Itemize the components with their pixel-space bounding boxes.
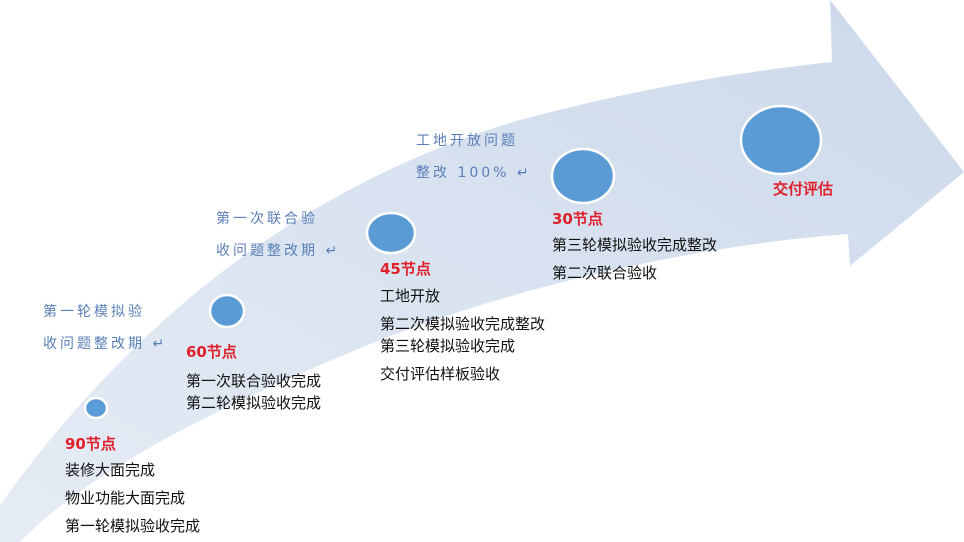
milestone-title: 30节点 bbox=[552, 210, 603, 228]
milestone-item: 第一次联合验收完成 bbox=[186, 372, 322, 390]
note-line: 收问题整改期 ↵ bbox=[216, 243, 341, 259]
milestone-title: 45节点 bbox=[380, 260, 431, 278]
milestone-delivery-title: 交付评估 bbox=[773, 180, 834, 198]
milestone-title: 60节点 bbox=[186, 343, 237, 361]
milestone-item: 装修大面完成 bbox=[65, 461, 156, 479]
milestone-bubble-30 bbox=[550, 147, 616, 205]
milestone-60: 60节点 第一次联合验收完成 第二轮模拟验收完成 bbox=[186, 341, 321, 414]
milestone-item: 第二次模拟验收完成整改 bbox=[380, 315, 546, 333]
milestone-title: 90节点 bbox=[65, 435, 116, 453]
milestone-bubble-90 bbox=[83, 396, 109, 420]
note-line: 整改 100% ↵ bbox=[416, 165, 532, 181]
note-line: 收问题整改期 ↵ bbox=[43, 336, 168, 352]
note-line: 第一次联合验 bbox=[216, 211, 318, 227]
milestone-bubble-60 bbox=[208, 293, 246, 329]
milestone-item: 第三轮模拟验收完成整改 bbox=[552, 236, 718, 254]
milestone-45: 45节点 工地开放 第二次模拟验收完成整改 第三轮模拟验收完成 交付评估样板验收 bbox=[380, 258, 545, 385]
milestone-item: 第二轮模拟验收完成 bbox=[186, 394, 322, 412]
milestone-item: 物业功能大面完成 bbox=[65, 489, 186, 507]
phase-note: 工地开放问题 整改 100% ↵ bbox=[416, 126, 532, 188]
milestone-item: 第三轮模拟验收完成 bbox=[380, 337, 516, 355]
milestone-item: 第一轮模拟验收完成 bbox=[65, 517, 201, 535]
milestone-bubble-45 bbox=[365, 211, 417, 255]
phase-note: 第一轮模拟验 收问题整改期 ↵ bbox=[43, 297, 167, 359]
milestone-30: 30节点 第三轮模拟验收完成整改 第二次联合验收 bbox=[552, 208, 717, 287]
note-line: 工地开放问题 bbox=[416, 133, 518, 149]
milestone-item: 交付评估样板验收 bbox=[380, 365, 501, 383]
phase-note: 第一次联合验 收问题整改期 ↵ bbox=[216, 204, 340, 266]
milestone-item: 第二次联合验收 bbox=[552, 264, 658, 282]
note-line: 第一轮模拟验 bbox=[43, 304, 145, 320]
milestone-item: 工地开放 bbox=[380, 287, 441, 305]
milestone-90: 90节点 装修大面完成 物业功能大面完成 第一轮模拟验收完成 bbox=[65, 433, 200, 540]
milestone-bubble-delivery bbox=[739, 104, 823, 176]
